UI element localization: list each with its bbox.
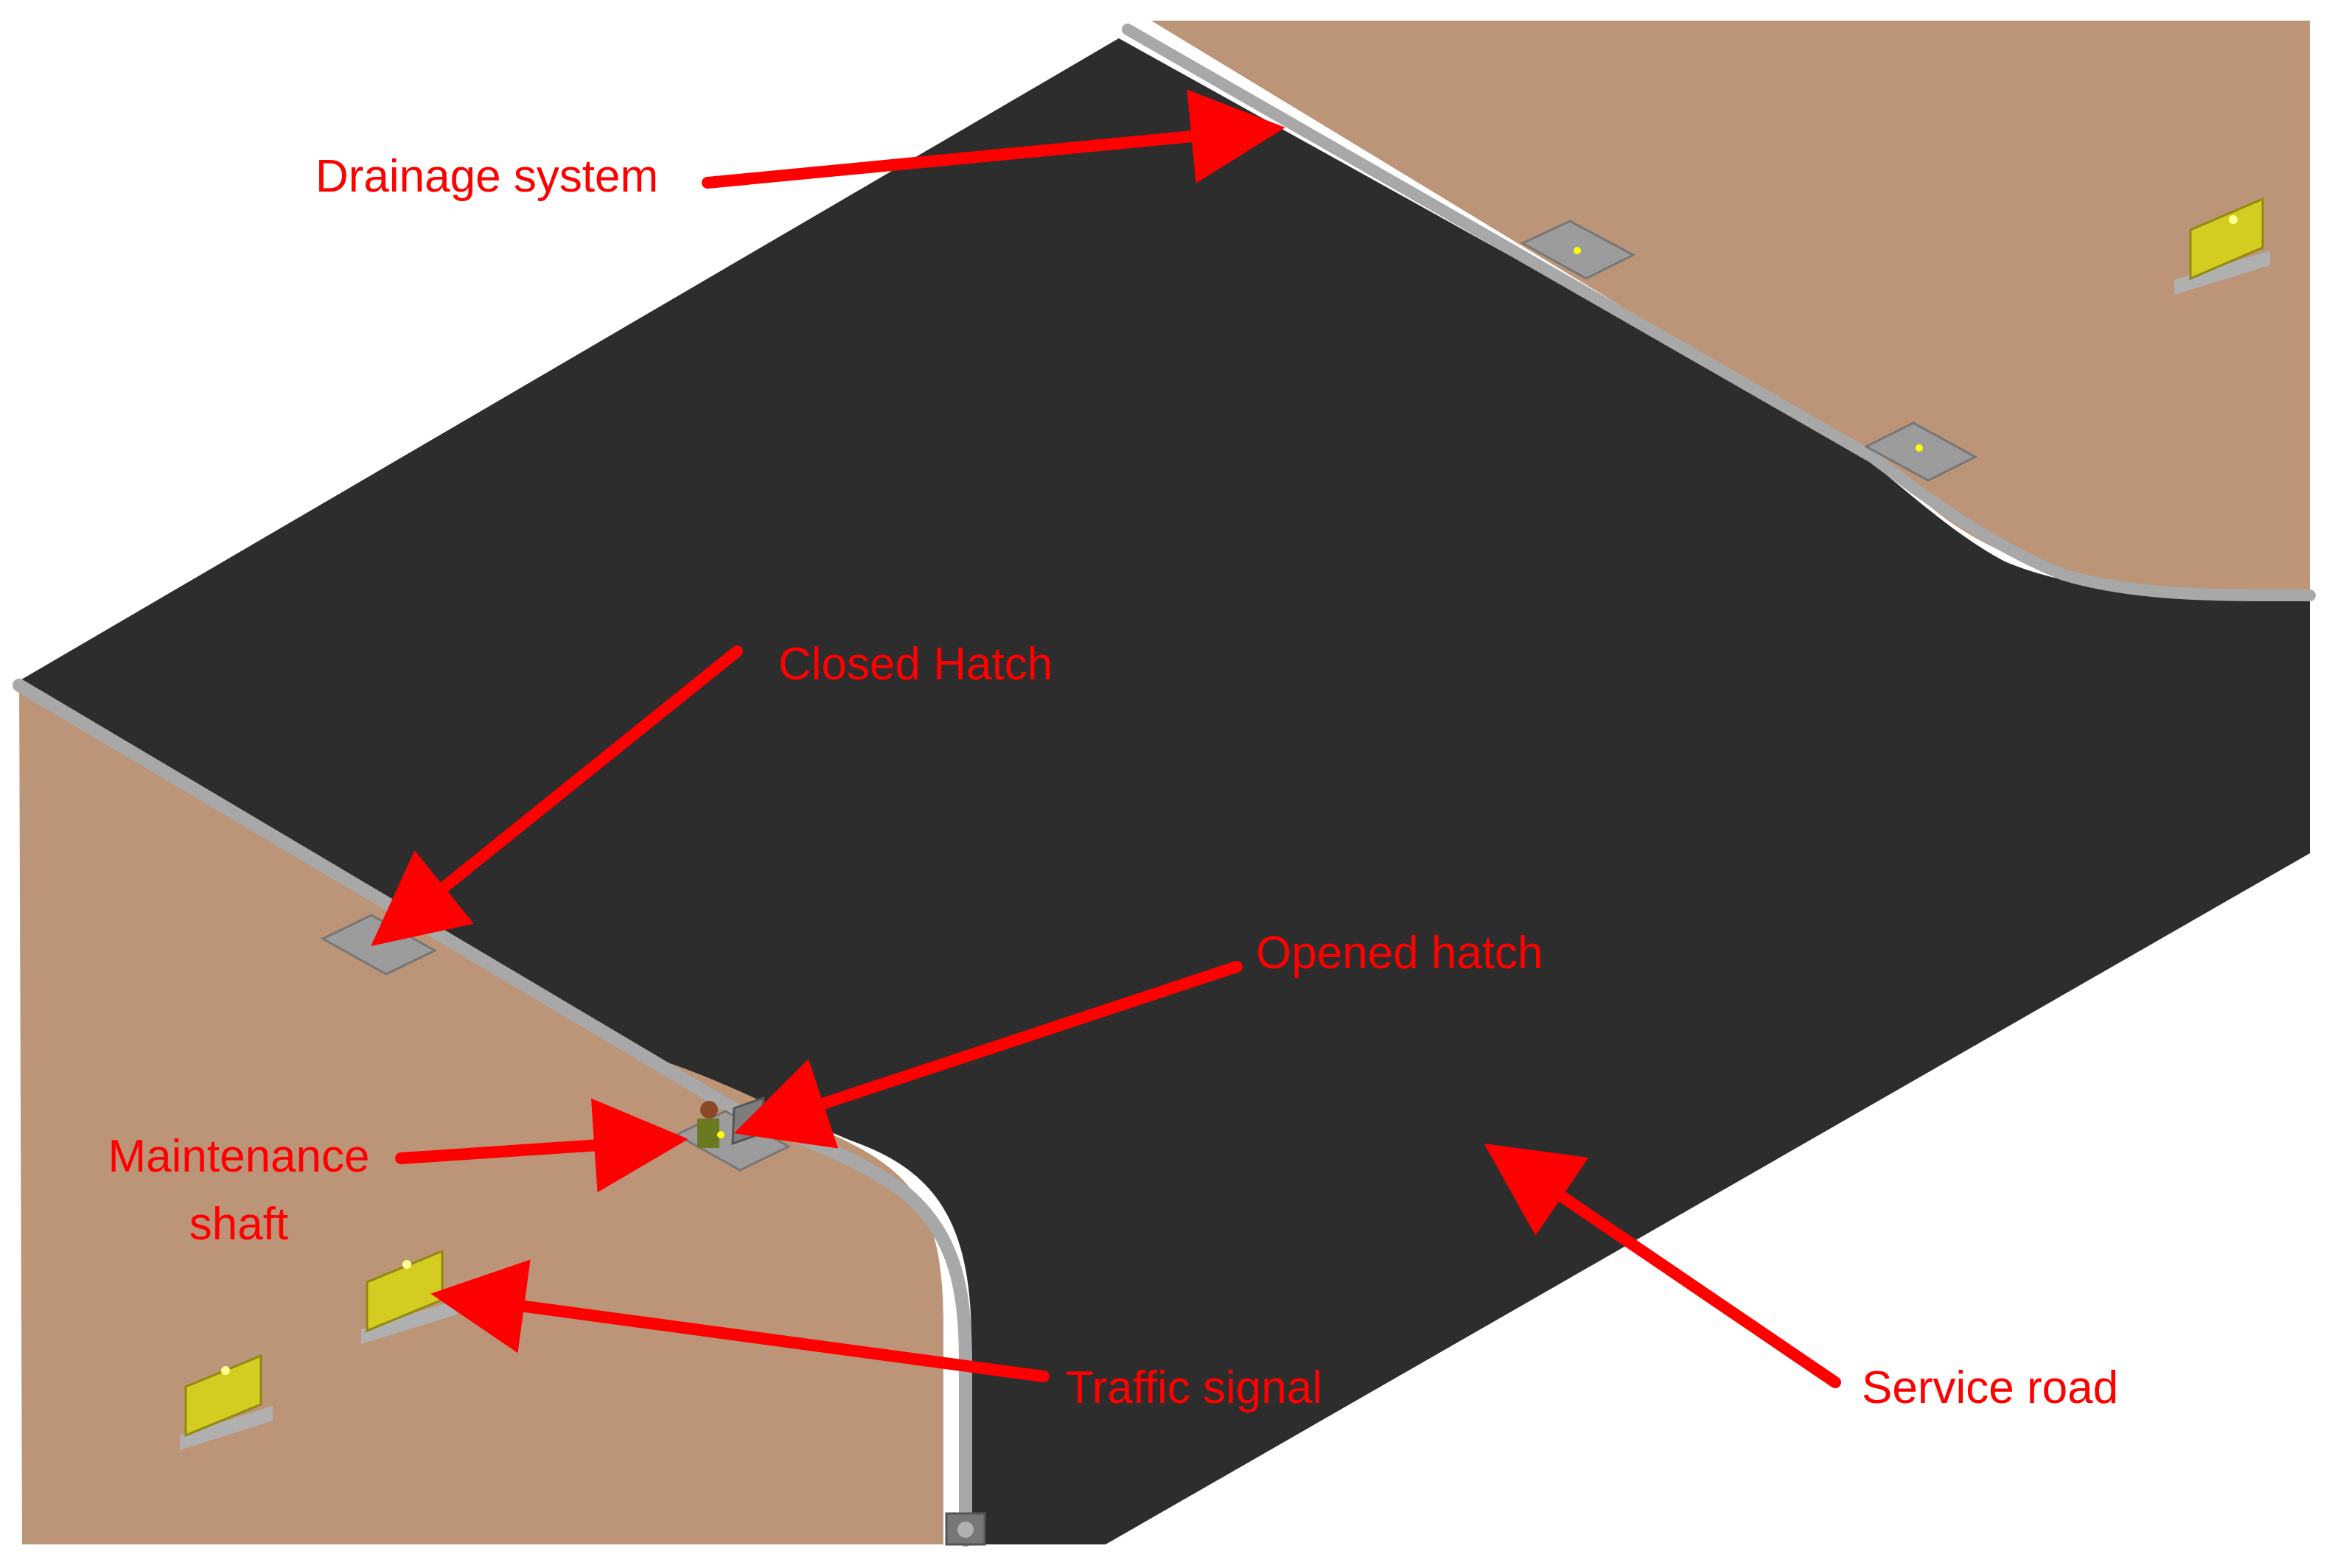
hatch-top-1-marker <box>1574 247 1581 254</box>
ground-top-right <box>1151 21 2310 595</box>
traffic-signal-top-right <box>2174 197 2270 295</box>
label-service-road: Service road <box>1862 1362 2119 1413</box>
traffic-signal-left-2 <box>180 1354 273 1450</box>
label-maintenance-shaft-line2: shaft <box>189 1199 289 1250</box>
hatch-top-2 <box>1863 421 1978 482</box>
arrow-opened-hatch <box>733 961 1243 1149</box>
traffic-signals <box>180 197 2270 1450</box>
drainage-curb-top <box>1122 24 2316 602</box>
label-closed-hatch: Closed Hatch <box>778 639 1053 690</box>
label-maintenance-shaft: Maintenance shaft <box>84 1123 394 1259</box>
drain-outlet <box>945 1512 986 1546</box>
label-opened-hatch: Opened hatch <box>1256 928 1543 979</box>
arrow-closed-hatch <box>371 645 743 947</box>
label-drainage-system: Drainage system <box>315 151 659 202</box>
worker-figure <box>697 1101 725 1148</box>
service-road-asphalt <box>19 38 2310 1544</box>
label-traffic-signal: Traffic signal <box>1066 1362 1323 1413</box>
hatch-top-2-marker <box>1916 444 1923 452</box>
arrow-service-road <box>1484 1144 1841 1388</box>
arrow-traffic-signal <box>430 1259 1050 1382</box>
annotation-arrows <box>371 89 1841 1388</box>
label-maintenance-shaft-line1: Maintenance <box>108 1131 370 1182</box>
road-surface <box>19 38 2310 1544</box>
arrow-maintenance-shaft <box>395 1098 688 1193</box>
arrow-drainage-system <box>702 89 1285 189</box>
